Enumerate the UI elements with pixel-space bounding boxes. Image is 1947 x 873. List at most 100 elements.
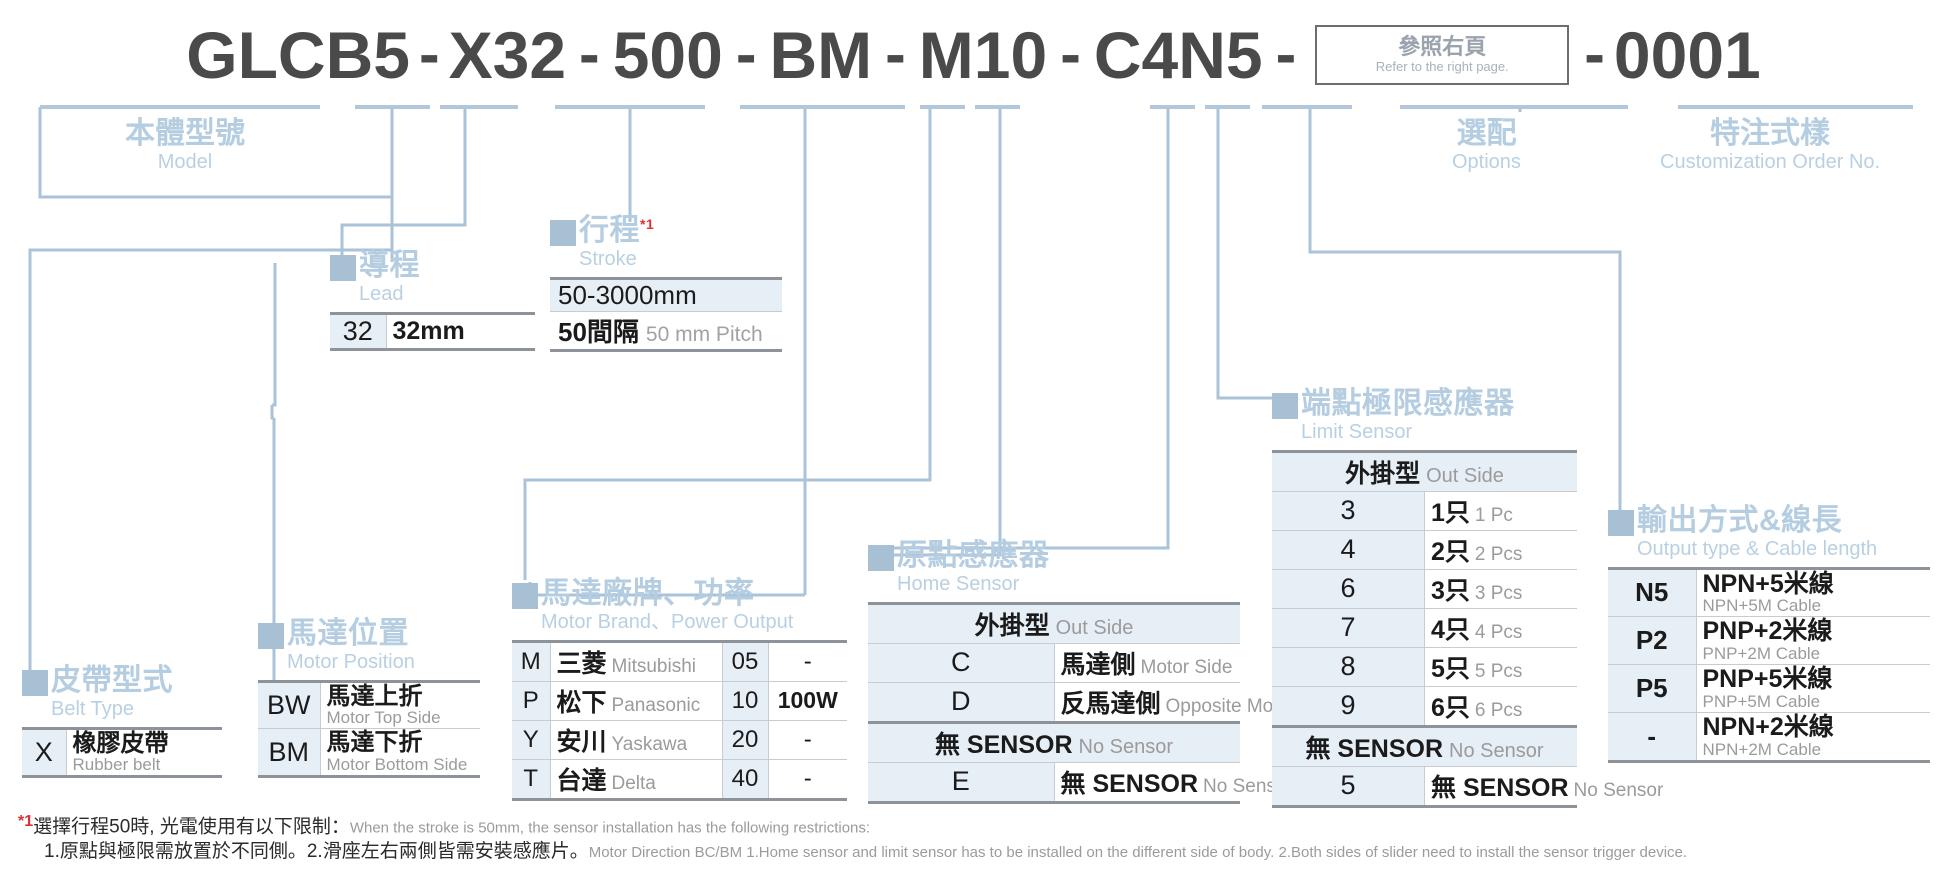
section-model-cn: 本體型號 [125, 117, 245, 150]
home-sensor-desc-cn: 馬達側 [1060, 650, 1136, 679]
limit-sensor-desc-en: 6 Pcs [1474, 699, 1523, 721]
limit-sensor-desc-en: 5 Pcs [1474, 660, 1523, 682]
underline-belt-type [355, 105, 430, 109]
motor-position-desc-cn: 馬達下折 [326, 729, 423, 757]
limit-sensor-header2-en: No Sensor [1449, 739, 1544, 762]
section-marker-icon [22, 670, 48, 696]
belt-type-desc: 橡膠皮帶 Rubber belt [66, 726, 222, 779]
output-type-desc: NPN+5米線 NPN+5M Cable [1696, 566, 1930, 618]
footnote-line2-cn: 1.原點與極限需放置於不同側。2.滑座左右兩側皆需安裝感應片。 [44, 840, 589, 862]
code-dash: - [579, 20, 600, 89]
table-row: N5 NPN+5米線 NPN+5M Cable [1608, 566, 1930, 618]
code-segment-sensors: C4N5 [1093, 18, 1263, 92]
limit-sensor-desc-en: 4 Pcs [1474, 621, 1523, 643]
home-sensor-code: C [868, 642, 1055, 683]
motor-position-desc: 馬達下折 Motor Bottom Side [320, 728, 480, 779]
home-sensor-code: D [868, 681, 1055, 723]
output-type-desc-cn: PNP+5米線 [1702, 665, 1833, 694]
footnote-line-2: 1.原點與極限需放置於不同側。2.滑座左右兩側皆需安裝感應片。Motor Dir… [44, 840, 1938, 864]
motor-power-code: 20 [722, 719, 769, 760]
limit-sensor-desc-en: 2 Pcs [1474, 543, 1523, 565]
section-output-type-cn: 輸出方式&線長 [1637, 504, 1843, 537]
table-row: 50-3000mm [550, 276, 782, 312]
table-row: - NPN+2米線 NPN+2M Cable [1608, 712, 1930, 764]
output-type-desc-cn: NPN+5米線 [1702, 569, 1834, 598]
underline-options [1400, 105, 1628, 109]
motor-brand-code: T [512, 758, 551, 801]
section-lead: 導程 Lead 32 32mm [330, 250, 535, 351]
section-marker-icon [330, 255, 356, 281]
footnote-line-1: *1選擇行程50時, 光電使用有以下限制：When the stroke is … [18, 812, 1938, 840]
motor-brand-code: P [512, 680, 551, 721]
output-type-desc-en: NPN+2M Cable [1702, 739, 1822, 759]
section-marker-icon [512, 583, 538, 609]
limit-sensor-code: 4 [1272, 529, 1425, 570]
belt-type-desc-cn: 橡膠皮帶 [72, 729, 169, 757]
home-sensor-header2-en: No Sensor [1078, 735, 1174, 758]
motor-brand-cn: 松下 [556, 688, 607, 717]
output-type-code: - [1608, 712, 1697, 764]
table-row: P2 PNP+2米線 PNP+2M Cable [1608, 616, 1930, 666]
section-model: 本體型號 Model [125, 118, 245, 174]
code-dash: - [1275, 20, 1297, 89]
footnote-line1-cn: 選擇行程50時, 光電使用有以下限制： [33, 816, 350, 838]
code-segment-order-no: 0001 [1613, 18, 1761, 92]
underline-home-sensor [975, 105, 1020, 109]
home-sensor-desc-cn: 無 SENSOR [1060, 769, 1199, 798]
output-type-desc-cn: PNP+2米線 [1702, 617, 1833, 646]
section-motor-position: 馬達位置 Motor Position BW 馬達上折 Motor Top Si… [258, 618, 480, 779]
limit-sensor-code: 7 [1272, 607, 1425, 648]
stroke-range: 50-3000mm [550, 276, 782, 312]
section-lead-en: Lead [359, 282, 404, 305]
home-sensor-desc-en: Motor Side [1140, 656, 1233, 678]
code-dash: - [885, 20, 906, 89]
stroke-pitch-en: 50 mm Pitch [645, 322, 763, 346]
section-limit-sensor-cn: 端點極限感應器 [1301, 387, 1515, 420]
section-model-en: Model [157, 150, 213, 173]
section-motor-brand-cn: 馬達廠牌、功率 [541, 577, 755, 610]
section-motor-brand-en: Motor Brand、Power Output [541, 610, 794, 633]
motor-position-code: BM [258, 728, 321, 779]
underline-motor-position [740, 105, 905, 109]
section-motor-position-en: Motor Position [287, 650, 415, 673]
limit-sensor-desc-cn: 5只 [1431, 654, 1470, 683]
limit-sensor-desc-cn: 3只 [1431, 576, 1470, 605]
section-marker-icon [868, 545, 894, 571]
section-output-type-en: Output type & Cable length [1637, 537, 1878, 560]
footnote-star: *1 [18, 813, 34, 830]
footnote-star-ref: *1 [640, 216, 655, 232]
section-belt-type-cn: 皮帶型式 [51, 664, 173, 697]
motor-brand-code: M [512, 639, 551, 682]
code-segment-model: GLCB5 [186, 18, 410, 92]
limit-sensor-code: 8 [1272, 646, 1425, 687]
options-box-cn: 參照右頁 [1398, 34, 1487, 60]
code-segment-belt-lead: X32 [448, 18, 567, 92]
limit-sensor-code: 9 [1272, 685, 1425, 727]
output-type-desc-en: PNP+5M Cable [1702, 691, 1821, 711]
section-belt-type: 皮帶型式 Belt Type X 橡膠皮帶 Rubber belt [22, 664, 222, 779]
code-segment-motor-brand: M10 [918, 18, 1048, 92]
lead-desc: 32mm [386, 311, 535, 351]
home-sensor-code: E [868, 761, 1055, 804]
code-dash: - [418, 20, 440, 89]
limit-sensor-desc-cn: 1只 [1431, 498, 1470, 527]
output-type-table: N5 NPN+5米線 NPN+5M Cable P2 PNP+2米線 PNP+2… [1608, 566, 1930, 764]
underline-output-type [1205, 105, 1250, 109]
motor-power-value: - [768, 719, 847, 760]
